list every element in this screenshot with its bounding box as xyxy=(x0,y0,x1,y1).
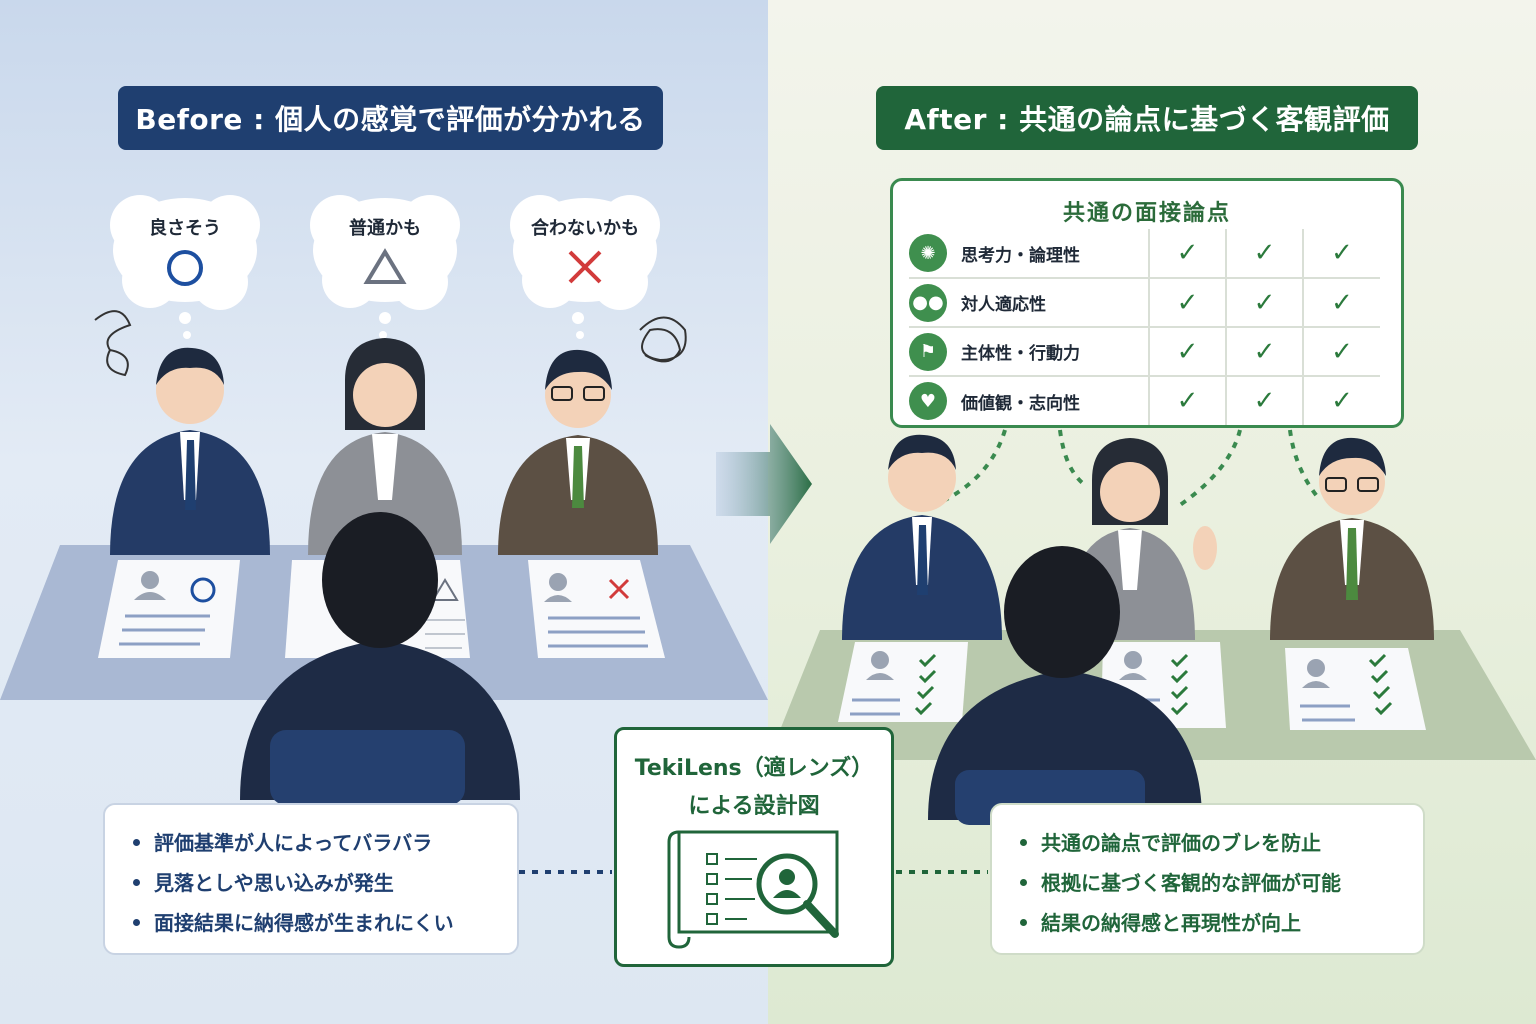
thought-text: 合わないかも xyxy=(531,218,639,239)
criteria-table: ✺ 思考力・論理性 ✓ ✓ ✓ ●● 対人適応性 ✓ ✓ ✓ ⚑ 主体性・行動力 ✓ … xyxy=(909,229,1380,425)
tekilens-title: TekiLens（適レンズ） xyxy=(634,756,874,781)
criteria-row: ⚑ 主体性・行動力 ✓ ✓ ✓ xyxy=(909,327,1380,377)
triangle-mark-icon xyxy=(363,248,407,284)
interviewer-2 xyxy=(308,338,462,555)
criteria-grid: 共通の面接論点 ✺ 思考力・論理性 ✓ ✓ ✓ ●● 対人適応性 ✓ ✓ ✓ ⚑ 主体… xyxy=(890,178,1404,428)
circle-mark-icon xyxy=(167,250,203,286)
list-item: 根拠に基づく客観的な評価が可能 xyxy=(1018,863,1397,903)
check-icon: ✓ xyxy=(1225,376,1303,425)
interviewer-1 xyxy=(110,347,270,555)
check-icon: ✓ xyxy=(1302,229,1380,279)
criteria-row: ✺ 思考力・論理性 ✓ ✓ ✓ xyxy=(909,229,1380,279)
list-item: 見落としや思い込みが発生 xyxy=(131,863,491,903)
transition-arrow-icon xyxy=(716,424,812,544)
after-title-banner: After : 共通の論点に基づく客観評価 xyxy=(876,86,1418,150)
connector-line xyxy=(1058,429,1087,487)
before-issues-box: 評価基準が人によってバラバラ 見落としや思い込みが発生 面接結果に納得感が生まれ… xyxy=(103,803,519,955)
check-icon: ✓ xyxy=(1225,278,1303,328)
cross-mark-icon xyxy=(568,250,602,284)
criteria-label: 思考力・論理性 xyxy=(961,245,1080,266)
people-icon: ●● xyxy=(909,283,947,322)
evaluation-sheet-1 xyxy=(98,560,240,658)
candidate-right xyxy=(928,546,1202,825)
thought-bubble-2 xyxy=(310,195,460,339)
criteria-row: ●● 対人適応性 ✓ ✓ ✓ xyxy=(909,278,1380,328)
evaluation-sheet-6 xyxy=(1285,648,1426,730)
check-icon: ✓ xyxy=(1148,376,1226,425)
check-icon: ✓ xyxy=(1302,327,1380,377)
thought-bubble-1 xyxy=(110,195,260,339)
tekilens-subtitle: による設計図 xyxy=(688,794,820,819)
evaluation-sheet-4 xyxy=(838,642,968,722)
tekilens-box: TekiLens（適レンズ） による設計図 xyxy=(614,727,894,967)
check-icon: ✓ xyxy=(1148,278,1226,328)
check-icon: ✓ xyxy=(1302,278,1380,328)
thought-bubble-3 xyxy=(510,195,660,339)
confusion-scribble-icon xyxy=(94,310,132,377)
heart-icon: ♥ xyxy=(909,382,947,420)
candidate-left xyxy=(240,512,520,805)
interviewer-6 xyxy=(1270,437,1434,640)
criteria-row: ♥ 価値観・志向性 ✓ ✓ ✓ xyxy=(909,376,1380,425)
after-benefits-box: 共通の論点で評価のブレを防止 根拠に基づく客観的な評価が可能 結果の納得感と再現… xyxy=(990,803,1425,955)
thought-text: 普通かも xyxy=(349,218,421,239)
criteria-title: 共通の面接論点 xyxy=(1062,201,1231,226)
interviewer-4 xyxy=(842,434,1002,640)
flag-icon: ⚑ xyxy=(909,332,947,371)
check-icon: ✓ xyxy=(1225,229,1303,279)
check-icon: ✓ xyxy=(1225,327,1303,377)
list-item: 結果の納得感と再現性が向上 xyxy=(1018,903,1397,943)
list-item: 評価基準が人によってバラバラ xyxy=(131,823,491,863)
check-icon: ✓ xyxy=(1148,229,1226,279)
list-item: 共通の論点で評価のブレを防止 xyxy=(1018,823,1397,863)
check-icon: ✓ xyxy=(1148,327,1226,377)
connector-line xyxy=(1288,429,1322,502)
criteria-label: 主体性・行動力 xyxy=(961,344,1080,364)
criteria-label: 対人適応性 xyxy=(961,295,1046,315)
brain-icon: ✺ xyxy=(909,234,947,272)
blueprint-magnifier-icon xyxy=(667,830,839,949)
check-icon: ✓ xyxy=(1302,376,1380,425)
criteria-label: 価値観・志向性 xyxy=(961,393,1080,414)
thought-text: 良さそう xyxy=(149,218,221,239)
confusion-scribble-icon xyxy=(639,316,687,363)
interviewer-3 xyxy=(498,349,658,555)
before-title-banner: Before : 個人の感覚で評価が分かれる xyxy=(118,86,663,150)
list-item: 面接結果に納得感が生まれにくい xyxy=(131,903,491,943)
connector-line xyxy=(1178,429,1242,507)
evaluation-sheet-3 xyxy=(528,560,665,658)
